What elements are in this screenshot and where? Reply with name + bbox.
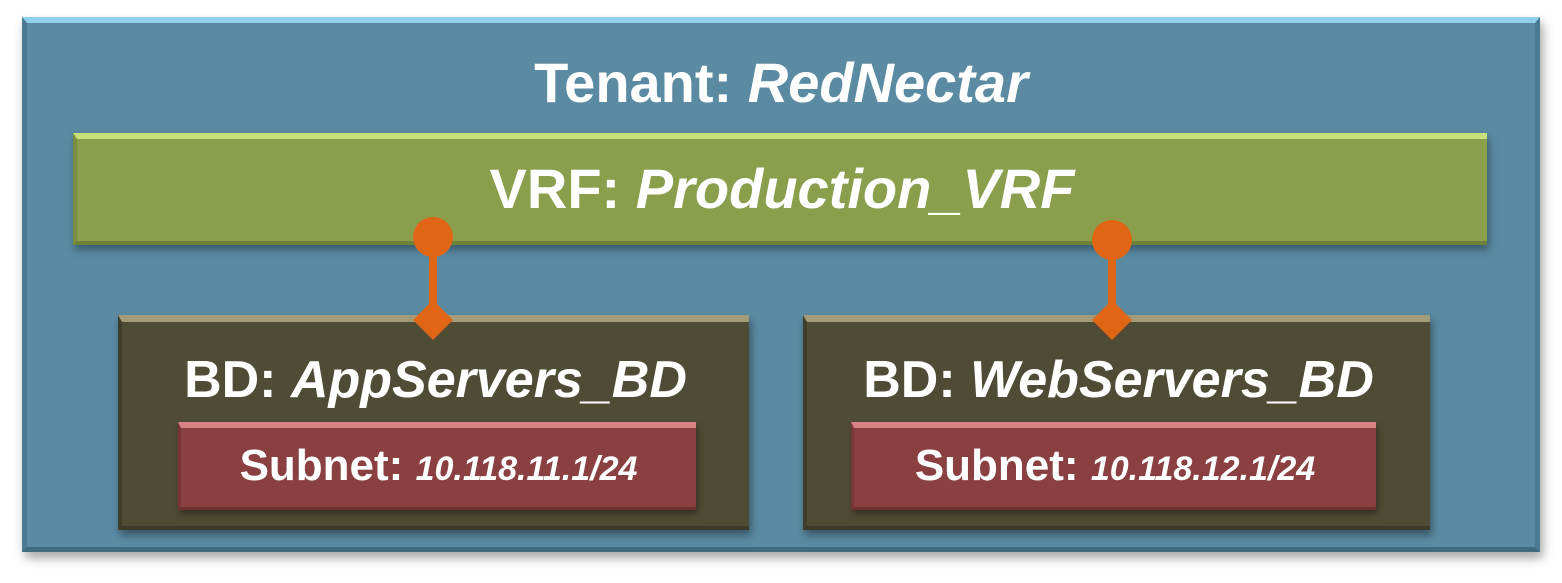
subnet-box: Subnet: 10.118.11.1/24 [178,422,696,510]
subnet-value: 10.118.12.1/24 [1090,450,1316,488]
bd-name: WebServers_BD [970,351,1374,409]
connector-diamond-icon [1092,300,1132,340]
bd-title: BD: WebServers_BD [807,350,1430,410]
vrf-name: Production_VRF [635,157,1075,220]
tenant-name: RedNectar [747,51,1028,114]
bd-title: BD: AppServers_BD [122,350,749,410]
connector-vrf-webservers [1092,220,1132,340]
connector-diamond-icon [413,300,453,340]
bd-box-appservers: BD: AppServers_BD Subnet: 10.118.11.1/24 [118,315,749,530]
vrf-label: VRF: [489,157,621,220]
connector-vrf-appservers [413,217,453,340]
bd-label: BD: [184,351,277,409]
connector-circle-icon [1092,220,1132,260]
subnet-label: Subnet: [914,441,1079,490]
subnet-label: Subnet: [239,441,404,490]
tenant-title: Tenant: RedNectar [27,50,1535,115]
connector-circle-icon [413,217,453,257]
bd-name: AppServers_BD [290,351,687,409]
subnet-box: Subnet: 10.118.12.1/24 [851,422,1376,510]
bd-box-webservers: BD: WebServers_BD Subnet: 10.118.12.1/24 [803,315,1430,530]
tenant-label: Tenant: [534,51,733,114]
vrf-box: VRF: Production_VRF [73,133,1487,245]
bd-label: BD: [863,351,956,409]
subnet-value: 10.118.11.1/24 [415,450,638,488]
